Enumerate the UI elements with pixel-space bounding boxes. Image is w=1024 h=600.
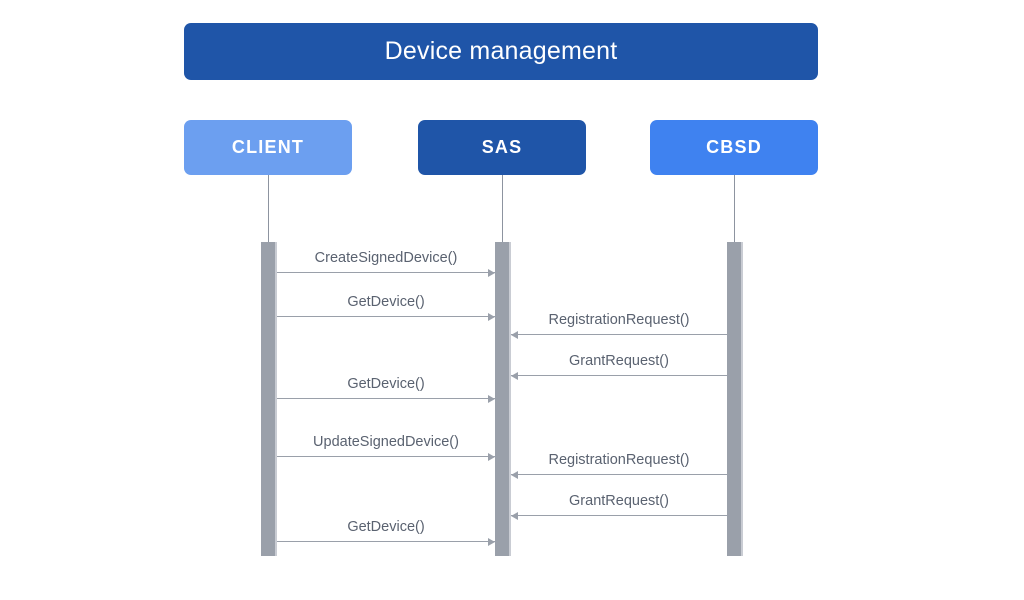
message-label: UpdateSignedDevice() [313, 434, 459, 450]
message-line [511, 375, 727, 376]
message-label: RegistrationRequest() [548, 312, 690, 328]
message-line [277, 316, 495, 317]
message-line [511, 474, 727, 475]
message-line [277, 541, 495, 542]
message-line [277, 272, 495, 273]
message-label: GetDevice() [347, 519, 425, 535]
participant-client-label: CLIENT [231, 137, 305, 157]
message-label: GetDevice() [347, 294, 425, 310]
participant-sas[interactable]: SAS [418, 120, 586, 175]
participant-client[interactable]: CLIENT [184, 120, 352, 175]
message-arrowhead [488, 394, 495, 403]
message-line [277, 456, 495, 457]
message-arrowhead [488, 312, 495, 321]
message-arrowhead [488, 452, 495, 461]
message-line [511, 334, 727, 335]
lifeline-sas [502, 175, 503, 242]
participant-cbsd-label: CBSD [706, 137, 762, 157]
message-label: CreateSignedDevice() [314, 250, 458, 266]
activation-bar-client [261, 242, 277, 556]
message-arrowhead [511, 470, 518, 479]
message-label: RegistrationRequest() [548, 452, 690, 468]
activation-bar-sas [495, 242, 511, 556]
lifeline-cbsd [734, 175, 735, 242]
message-arrowhead [511, 511, 518, 520]
message-label: GrantRequest() [569, 353, 669, 369]
message-label: GetDevice() [347, 376, 425, 392]
lifeline-client [268, 175, 269, 242]
participant-sas-label: SAS [481, 137, 523, 157]
message-line [511, 515, 727, 516]
message-arrowhead [511, 330, 518, 339]
activation-bar-cbsd [727, 242, 743, 556]
participant-cbsd[interactable]: CBSD [650, 120, 818, 175]
diagram-title: Device management [184, 23, 818, 80]
message-line [277, 398, 495, 399]
message-arrowhead [511, 371, 518, 380]
message-label: GrantRequest() [569, 493, 669, 509]
message-arrowhead [488, 268, 495, 277]
message-arrowhead [488, 537, 495, 546]
